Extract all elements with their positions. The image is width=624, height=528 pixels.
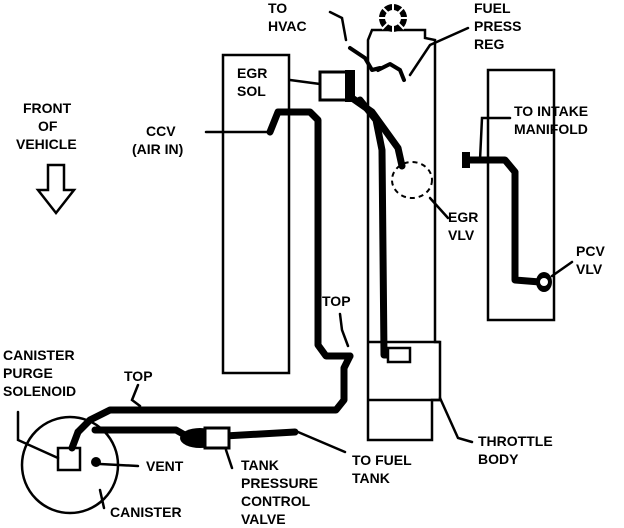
label-egr-sol: EGR SOL (237, 65, 267, 99)
label-vent: VENT (146, 458, 184, 474)
left-air-box (221, 53, 291, 375)
svg-text:TO FUEL: TO FUEL (352, 452, 412, 468)
label-egr-vlv: EGR VLV (448, 209, 478, 243)
throttle-body-outline (366, 28, 442, 442)
tank-pressure-control-valve-icon (180, 426, 231, 450)
leader-canister (98, 488, 106, 510)
svg-text:THROTTLE: THROTTLE (478, 433, 553, 449)
svg-text:FUEL: FUEL (474, 0, 511, 16)
svg-text:TO: TO (268, 0, 287, 16)
leader-throttle-body (438, 396, 474, 444)
svg-text:BODY: BODY (478, 451, 519, 467)
svg-text:VLV: VLV (448, 227, 475, 243)
svg-text:EGR: EGR (448, 209, 478, 225)
label-canister: CANISTER (110, 504, 182, 520)
label-canister-purge-solenoid: CANISTER PURGE SOLENOID (3, 347, 76, 399)
svg-text:VLV: VLV (576, 261, 603, 277)
label-pcv-vlv: PCV VLV (576, 243, 605, 277)
svg-text:CONTROL: CONTROL (241, 493, 311, 509)
label-tank-pressure-control-valve: TANK PRESSURE CONTROL VALVE (241, 457, 318, 527)
leader-top-upper (338, 312, 350, 348)
svg-text:TANK: TANK (352, 470, 390, 486)
svg-text:FRONT: FRONT (23, 100, 72, 116)
svg-text:REG: REG (474, 36, 504, 52)
leader-fuel-press-reg (408, 26, 470, 77)
canister-purge-solenoid-icon (56, 446, 82, 472)
svg-text:(AIR IN): (AIR IN) (132, 141, 183, 157)
intake-manifold-box (486, 68, 556, 322)
hose-ccv-to-throttle (266, 108, 354, 360)
svg-text:CCV: CCV (146, 123, 176, 139)
label-top-lower: TOP (124, 368, 153, 384)
leader-to-intake (478, 116, 512, 162)
hose-fuel-reg (376, 62, 406, 82)
leader-egr-vlv (428, 196, 450, 220)
svg-text:VEHICLE: VEHICLE (16, 136, 77, 152)
leader-to-fuel-tank (296, 430, 347, 454)
svg-text:SOLENOID: SOLENOID (3, 383, 76, 399)
svg-text:VALVE: VALVE (241, 511, 286, 527)
hose-intake-to-pcv (462, 156, 544, 286)
leader-pcv-vlv (550, 260, 574, 278)
leader-vent (98, 462, 140, 468)
front-arrow-icon (35, 163, 77, 216)
leader-top-lower (130, 383, 142, 408)
hose-hvac (348, 46, 382, 72)
label-throttle-body: THROTTLE BODY (478, 433, 553, 467)
svg-text:PURGE: PURGE (3, 365, 53, 381)
leader-tank-pcv (224, 448, 234, 470)
svg-text:EGR: EGR (237, 65, 267, 81)
leader-egr-sol (288, 78, 322, 86)
label-to-fuel-tank: TO FUEL TANK (352, 452, 412, 486)
svg-text:CANISTER: CANISTER (3, 347, 75, 363)
label-to-intake-manifold: TO INTAKE MANIFOLD (514, 103, 588, 137)
hose-top-to-canister (74, 352, 354, 436)
pcv-valve-icon (536, 272, 552, 292)
label-to-hvac: TO HVAC (268, 0, 307, 34)
label-fuel-press-reg: FUEL PRESS REG (474, 0, 521, 52)
svg-text:TO INTAKE: TO INTAKE (514, 103, 588, 119)
svg-text:PRESS: PRESS (474, 18, 521, 34)
svg-text:MANIFOLD: MANIFOLD (514, 121, 588, 137)
egr-valve-dashed-icon (391, 161, 433, 199)
label-ccv: CCV (AIR IN) (132, 123, 183, 157)
svg-text:HVAC: HVAC (268, 18, 307, 34)
vent-port-icon (91, 457, 101, 467)
svg-text:OF: OF (38, 118, 58, 134)
leader-to-hvac (328, 10, 348, 42)
svg-text:PCV: PCV (576, 243, 605, 259)
svg-text:TANK: TANK (241, 457, 279, 473)
svg-text:SOL: SOL (237, 83, 266, 99)
label-front-of-vehicle: FRONT OF VEHICLE (16, 100, 77, 152)
label-top-upper: TOP (322, 293, 351, 309)
leader-canister-purge (16, 410, 60, 460)
intake-port-connector (462, 152, 470, 168)
fuel-pressure-regulator-icon (377, 2, 409, 34)
svg-text:PRESSURE: PRESSURE (241, 475, 318, 491)
